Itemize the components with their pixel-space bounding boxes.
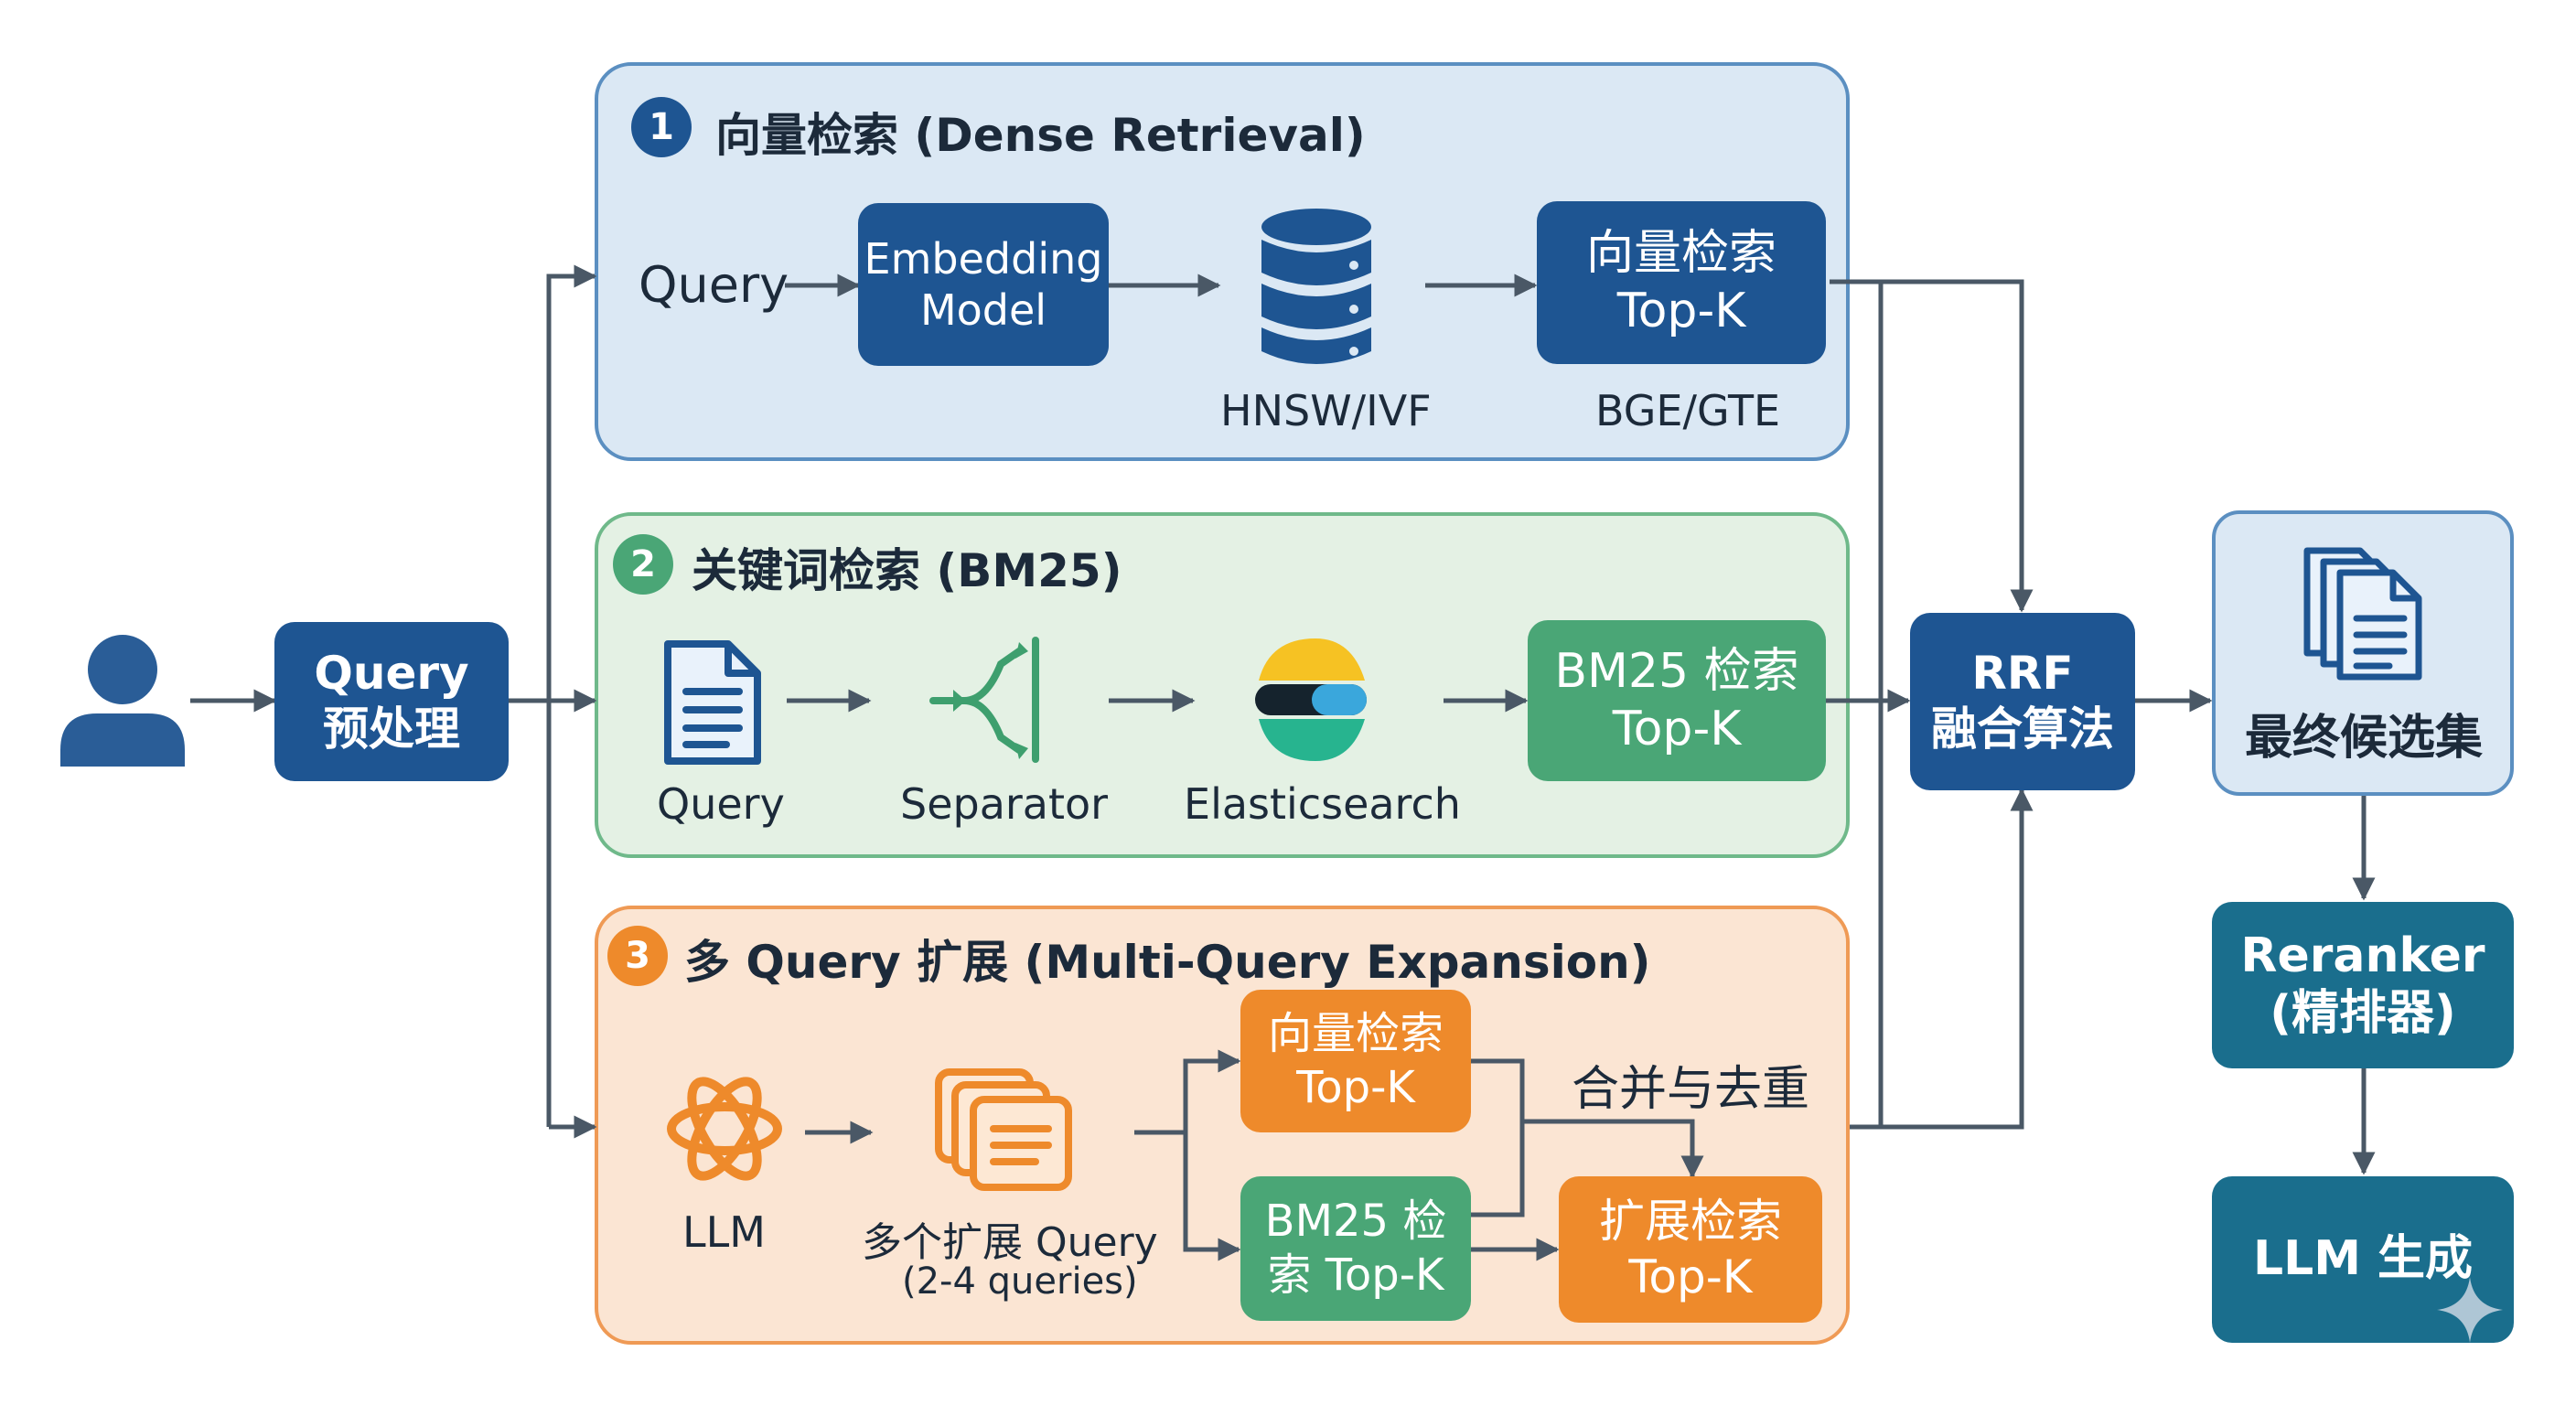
multi-bm-line1: BM25 检 — [1264, 1196, 1447, 1248]
elasticsearch-caption: Elasticsearch — [1184, 779, 1461, 829]
llm-generate-label: LLM 生成 — [2252, 1231, 2474, 1287]
bm25-title: 关键词检索 (BM25) — [692, 544, 1122, 597]
multi-title: 多 Query 扩展 (Multi-Query Expansion) — [684, 936, 1651, 989]
expanded-line2: Top-K — [1628, 1250, 1753, 1303]
dense-badge: 1 — [631, 97, 692, 157]
rrf-line2: 融合算法 — [1931, 702, 2114, 756]
multi-bm25-topk-box[interactable]: BM25 检 索 Top-K — [1240, 1176, 1471, 1321]
llm-caption: LLM — [682, 1207, 766, 1257]
multi-vec-topk-box[interactable]: 向量检索 Top-K — [1240, 990, 1471, 1132]
document-stack-icon — [933, 1067, 1074, 1193]
arrow-dense-to-rrf — [1830, 279, 2034, 613]
bm25-query-caption: Query — [657, 779, 785, 829]
bm25-topk-line1: BM25 检索 — [1554, 643, 1799, 699]
embedding-model-box[interactable]: Embedding Model — [858, 203, 1109, 366]
multi-vec-line1: 向量检索 — [1267, 1008, 1444, 1060]
dense-query-label: Query — [639, 256, 789, 314]
dense-topk-line2: Top-K — [1616, 284, 1746, 338]
separator-icon — [928, 635, 1046, 765]
bm25-topk-line2: Top-K — [1612, 702, 1742, 756]
merge-dedup-label: 合并与去重 — [1572, 1062, 1810, 1117]
user-icon — [60, 633, 185, 767]
reranker-box[interactable]: Reranker (精排器) — [2212, 902, 2514, 1068]
bm25-badge: 2 — [613, 534, 673, 595]
preprocess-line2: 预处理 — [323, 702, 460, 756]
dense-topk-caption: BGE/GTE — [1595, 386, 1781, 435]
expanded-line1: 扩展检索 — [1599, 1195, 1782, 1248]
expand-subcaption: (2-4 queries) — [902, 1260, 1138, 1303]
expand-caption: 多个扩展 Query — [862, 1219, 1158, 1266]
query-preprocess-box[interactable]: Query 预处理 — [274, 622, 509, 781]
dense-title: 向量检索 (Dense Retrieval) — [715, 109, 1366, 162]
rrf-line1: RRF — [1971, 647, 2074, 700]
multi-vec-line2: Top-K — [1296, 1062, 1415, 1113]
arrow-preprocess-to-dense — [546, 264, 597, 1127]
expanded-topk-box[interactable]: 扩展检索 Top-K — [1559, 1176, 1822, 1323]
db-caption: HNSW/IVF — [1220, 386, 1432, 435]
elasticsearch-logo-icon — [1251, 635, 1370, 765]
final-candidates-label: 最终候选集 — [2245, 711, 2484, 766]
embedding-line1: Embedding — [864, 233, 1103, 284]
dense-topk-line1: 向量检索 — [1585, 225, 1776, 281]
document-icon — [662, 638, 763, 767]
preprocess-line1: Query — [314, 647, 469, 700]
bm25-topk-box[interactable]: BM25 检索 Top-K — [1528, 620, 1826, 781]
reranker-line1: Reranker — [2240, 928, 2485, 983]
reranker-line2: (精排器) — [2270, 986, 2456, 1041]
arrow-multi-to-rrf — [1850, 788, 2034, 1130]
sparkle-icon — [2433, 1273, 2506, 1346]
dense-topk-box[interactable]: 向量检索 Top-K — [1537, 201, 1826, 364]
embedding-line2: Model — [919, 285, 1047, 335]
multi-bm-line2: 索 Top-K — [1267, 1249, 1444, 1301]
database-icon — [1259, 209, 1374, 370]
llm-logo-icon — [662, 1067, 787, 1191]
rrf-box[interactable]: RRF 融合算法 — [1910, 613, 2135, 790]
final-document-stack-icon — [2302, 545, 2426, 682]
separator-caption: Separator — [900, 779, 1109, 829]
multi-badge: 3 — [607, 926, 668, 986]
